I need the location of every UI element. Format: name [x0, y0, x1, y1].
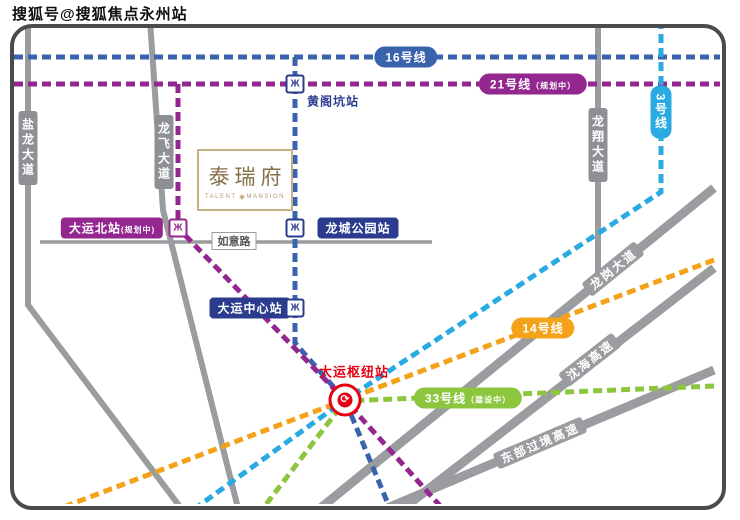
station-dayun-hub-label: 大运枢纽站 — [318, 364, 390, 380]
metro-logo-icon: Ж — [290, 302, 300, 313]
station-huanggekeng-marker: Ж — [285, 74, 305, 94]
station-dayunbei-marker: Ж — [168, 218, 188, 238]
line-21-badge-label: 21号线 — [489, 77, 532, 92]
road-label-ruyi: 如意路 — [211, 232, 257, 250]
line-21-branch-path — [175, 84, 462, 504]
station-dayun-center-marker: Ж — [285, 298, 305, 318]
metro-logo-icon: Ж — [173, 222, 183, 233]
road-label-longxiang: 龙翔大道 — [588, 108, 608, 182]
station-dayunbei-suffix: (规划中) — [120, 225, 156, 235]
line-33-badge-label: 33号线 — [424, 391, 467, 406]
line-21-badge-suffix: （规划中） — [531, 81, 577, 91]
watermark: 搜狐号@搜狐焦点永州站 — [12, 6, 188, 23]
station-dayunbei-label: 大运北站 — [68, 221, 121, 236]
metro-logo-icon: Ж — [290, 222, 300, 233]
station-dayun-center-badge: 大运中心站 — [209, 297, 291, 319]
station-longcheng-park-marker: Ж — [285, 218, 305, 238]
line-3-badge: 3号线 — [650, 85, 672, 139]
project-card: 泰瑞府 TALENT MANSION — [197, 149, 293, 211]
line-33-badge-suffix: （建设中） — [466, 395, 512, 405]
line-3-badge-label: 3号线 — [653, 93, 668, 131]
station-huanggekeng-label: 黄阁坑站 — [306, 94, 360, 109]
line-14-badge-label: 14号线 — [522, 321, 564, 336]
station-dayunbei-badge: 大运北站(规划中) — [60, 217, 164, 239]
line-16-vertical-path — [292, 57, 401, 504]
road-yanlong-path — [25, 26, 199, 504]
line-14-badge: 14号线 — [511, 317, 575, 339]
road-label-longfei: 龙飞大道 — [154, 115, 174, 189]
project-subtitle-right: MANSION — [246, 193, 286, 200]
project-logo-diamond-icon — [238, 193, 245, 200]
road-label-yanlong: 盐龙大道 — [18, 111, 38, 185]
line-33-badge: 33号线（建设中） — [413, 387, 523, 409]
station-longcheng-park-badge: 龙城公园站 — [317, 217, 399, 239]
project-subtitle-left: TALENT — [204, 193, 237, 200]
line-16-badge: 16号线 — [374, 46, 438, 68]
station-dayun-hub-icon: ⟳ — [328, 383, 362, 417]
line-16-badge-label: 16号线 — [385, 50, 427, 65]
project-subtitle: TALENT MANSION — [205, 194, 285, 200]
road-longgang-path — [293, 184, 717, 504]
line-21-badge: 21号线（规划中） — [478, 73, 588, 95]
project-name: 泰瑞府 — [208, 164, 287, 189]
interchange-arrows-icon: ⟳ — [337, 392, 353, 408]
metro-logo-icon: Ж — [290, 78, 300, 89]
line-3-path — [166, 26, 664, 504]
